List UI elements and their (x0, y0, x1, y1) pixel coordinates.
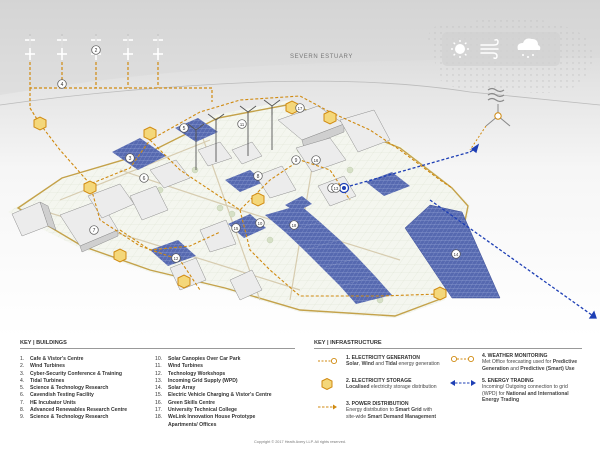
list-item: 5.Science & Technology Research (20, 385, 109, 392)
plot-marker-8: 8 (253, 171, 263, 181)
list-item: 16.Green Skills Centre (155, 399, 215, 406)
list-item: 9.Science & Technology Research (20, 414, 109, 421)
weather-icons-panel (442, 32, 560, 66)
solar-canopy-car-park (265, 196, 392, 304)
estuary-label: SEVERN ESTUARY (290, 54, 353, 60)
buildings-key-column-1: 1.Cafe & Vistor's Centre 2.Wind Turbines… (20, 356, 127, 422)
list-item: 6.Cavendish Testing Facility (20, 392, 94, 399)
trading-symbol-icon (450, 380, 476, 386)
distribution-symbol-icon (318, 404, 337, 410)
list-item: Apartments/ Offices (168, 421, 217, 428)
plot-marker-18: 18 (289, 220, 299, 230)
list-item: 1.Cafe & Vistor's Centre (20, 356, 84, 362)
buildings-key-column-2: 10.Solar Canopies Over Car Park 11.Wind … (155, 356, 272, 429)
svg-text:17: 17 (298, 106, 303, 111)
grid-connection-point (338, 182, 350, 194)
svg-text:13: 13 (334, 186, 339, 191)
svg-text:15: 15 (234, 226, 239, 231)
svg-text:5: 5 (183, 126, 186, 132)
plot-marker-2: 2 (91, 45, 101, 55)
plot-marker-12: 12 (171, 253, 181, 263)
plot-marker-17: 17 (295, 103, 305, 113)
plot-marker-15: 15 (231, 223, 241, 233)
svg-text:2: 2 (95, 48, 98, 54)
svg-text:3: 3 (129, 156, 132, 162)
svg-text:8: 8 (257, 174, 260, 180)
site-wind-turbines (187, 99, 281, 170)
list-item: 4.Tidal Turbines (20, 377, 65, 384)
plot-markers: 123456789101112131415161718 (57, 45, 461, 263)
svg-text:4: 4 (61, 82, 64, 88)
rain-cloud-icon (517, 38, 541, 58)
infra-storage: 2. ELECTRICITY STORAGE Localised electri… (346, 378, 437, 391)
svg-text:9: 9 (295, 158, 298, 164)
sun-icon (451, 40, 469, 58)
list-item: 10.Solar Canopies Over Car Park (155, 356, 241, 362)
generation-symbol-icon (318, 357, 338, 365)
svg-text:10: 10 (258, 221, 263, 226)
weather-symbol-icon (450, 355, 475, 363)
list-item: 8.Advanced Renewables Research Centre (20, 407, 128, 414)
plot-marker-7: 7 (89, 225, 99, 235)
plot-marker-9: 9 (291, 155, 301, 165)
plot-marker-16: 16 (311, 155, 321, 165)
list-item: 14.Solar Array (155, 385, 196, 392)
storage-symbol-icon (321, 378, 333, 390)
list-item: 7.HE Incubator Units (20, 399, 76, 406)
campus-buildings (11, 105, 391, 301)
plot-marker-11: 11 (237, 119, 247, 129)
weather-feed-icon (487, 87, 505, 103)
site-masterplan-map: SEVERN ESTUARY (0, 0, 600, 338)
plot-marker-5: 5 (179, 123, 189, 133)
infrastructure-key: KEY | INFRASTRUCTURE (314, 340, 582, 353)
list-item: 11.Wind Turbines (155, 363, 203, 370)
svg-text:6: 6 (143, 176, 146, 182)
list-item: 12.Technology Workshops (155, 370, 226, 377)
plot-marker-10: 10 (255, 218, 265, 228)
svg-text:12: 12 (174, 256, 179, 261)
list-item: 2.Wind Turbines (20, 363, 65, 370)
buildings-key: KEY | BUILDINGS (20, 340, 295, 353)
plot-marker-3: 3 (125, 153, 135, 163)
svg-text:7: 7 (93, 228, 96, 234)
svg-text:11: 11 (240, 122, 245, 127)
list-item: 15.Electric Vehicle Charging & Vistor's … (155, 392, 272, 399)
svg-text:16: 16 (314, 158, 319, 163)
list-item: 17.University Technical College (155, 407, 237, 414)
plot-marker-4: 4 (57, 79, 67, 89)
wind-icon (480, 39, 499, 59)
list-item: 13.Incoming Grid Supply (WPD) (155, 377, 238, 384)
list-item: 3.Cyber-Security Conference & Training (20, 370, 122, 377)
infra-generation: 1. ELECTRICITY GENERATION Solar, Wind an… (346, 355, 440, 368)
infra-trading: 5. ENERGY TRADING Incoming/ Outgoing con… (482, 378, 569, 404)
plot-marker-6: 6 (139, 173, 149, 183)
plot-marker-13: 13 (331, 183, 341, 193)
energy-trading-link (349, 143, 597, 319)
infra-weather: 4. WEATHER MONITORING Met Office forecas… (482, 353, 578, 372)
svg-text:14: 14 (454, 252, 459, 257)
infrastructure-key-heading: KEY | INFRASTRUCTURE (314, 340, 582, 350)
infra-distribution: 3. POWER DISTRIBUTION Energy distributio… (346, 401, 437, 420)
copyright-notice: Copyright © 2017 Heath Avery LLP. All ri… (254, 440, 346, 444)
plot-marker-14: 14 (451, 249, 461, 259)
list-item: 18.WeLink Innovation House Prototype (155, 414, 256, 421)
svg-text:18: 18 (292, 223, 297, 228)
buildings-key-heading: KEY | BUILDINGS (20, 340, 295, 350)
